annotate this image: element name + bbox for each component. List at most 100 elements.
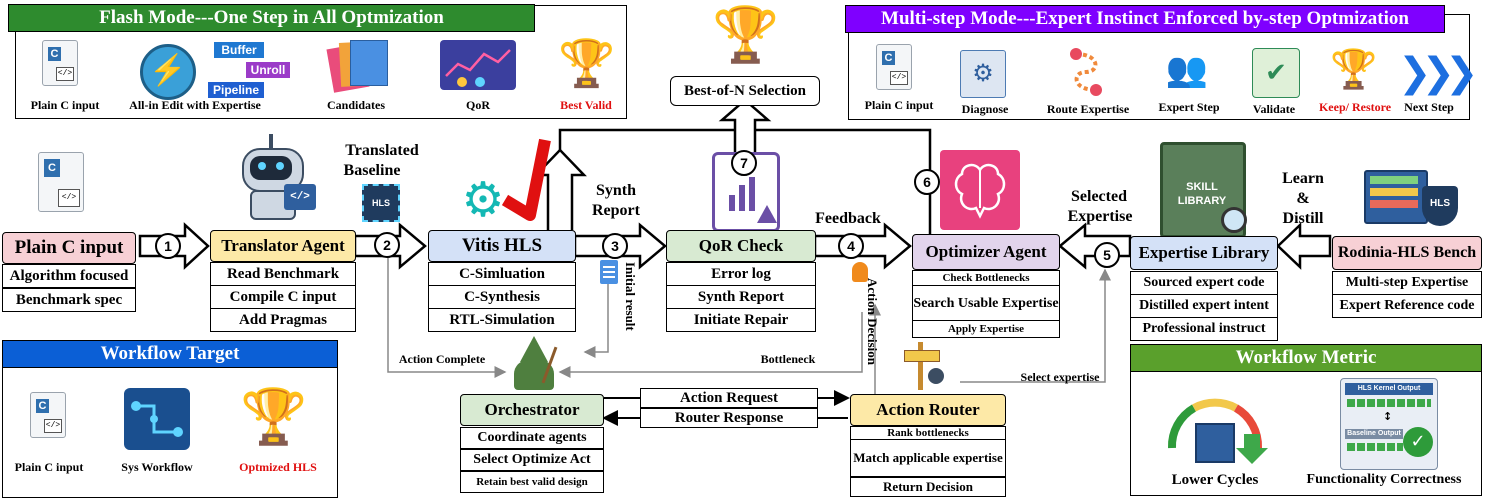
rodinia-bench-title: Rodinia-HLS Bench bbox=[1332, 236, 1482, 270]
translator-item-2: Compile C input bbox=[210, 285, 356, 309]
translator-to-orchestrator bbox=[387, 258, 507, 378]
bottleneck-label: Bottleneck bbox=[760, 352, 816, 366]
multi-step-validate: Validate bbox=[1252, 102, 1296, 116]
report-label: Report bbox=[592, 202, 640, 219]
card-footer: Baseline Output bbox=[1345, 429, 1403, 439]
initial-result-doc-icon bbox=[600, 260, 618, 284]
optimizer-item-1: Check Bottlenecks bbox=[912, 270, 1060, 286]
target-plain-c-label: Plain C input bbox=[14, 460, 84, 474]
step-5-badge: 5 bbox=[1094, 242, 1120, 268]
router-response-label: Router Response bbox=[640, 408, 818, 428]
skill-library-book-icon: SKILL LIBRARY bbox=[1160, 142, 1247, 238]
functionality-correctness-label: Functionality Correctness bbox=[1306, 472, 1462, 487]
multi-step-banner: Multi-step Mode---Expert Instinct Enforc… bbox=[845, 5, 1445, 33]
library-item-1: Sourced expert code bbox=[1130, 271, 1278, 295]
check-circle-icon: ✓ bbox=[1403, 427, 1433, 457]
optimizer-item-2: Search Usable Expertise bbox=[912, 285, 1060, 321]
translator-item-3: Add Pragmas bbox=[210, 308, 356, 332]
selected-label: Selected bbox=[1071, 188, 1127, 205]
book-label-library: LIBRARY bbox=[1177, 195, 1227, 207]
workflow-metric-banner: Workflow Metric bbox=[1130, 344, 1482, 372]
target-sys-workflow-label: Sys Workflow bbox=[121, 460, 193, 474]
optimizer-agent-title: Optimizer Agent bbox=[912, 234, 1060, 270]
qor-item-3: Initiate Repair bbox=[666, 308, 816, 332]
target-optimized-hls-label: Optmized HLS bbox=[239, 460, 317, 474]
orchestrator-item-1: Coordinate agents bbox=[460, 427, 604, 449]
vitis-initial-result bbox=[583, 276, 609, 358]
vitis-hls-title: Vitis HLS bbox=[428, 230, 576, 262]
rodinia-item-1: Multi-step Expertise bbox=[1332, 271, 1482, 295]
red-check-mark bbox=[501, 138, 551, 221]
translator-item-1: Read Benchmark bbox=[210, 262, 356, 286]
qor-clipboard-icon bbox=[712, 152, 780, 232]
router-item-2: Match applicable expertise bbox=[850, 439, 1006, 477]
flash-step-qor: QoR bbox=[466, 98, 490, 112]
vitis-item-1: C-Simluation bbox=[428, 262, 576, 286]
candidates-icon bbox=[326, 38, 390, 93]
rodinia-bench-icon: HLS bbox=[1364, 170, 1464, 228]
signpost-icon bbox=[898, 342, 944, 390]
unroll-tag: Unroll bbox=[246, 62, 290, 78]
validate-icon: ✔ bbox=[1252, 48, 1300, 98]
orchestrator-item-2: Select Optimize Act bbox=[460, 449, 604, 471]
trophy-icon: 🏆 bbox=[558, 38, 616, 89]
action-router-title: Action Router bbox=[850, 394, 1006, 426]
synth-label: Synth bbox=[595, 182, 637, 199]
qor-dashboard-icon bbox=[440, 40, 516, 90]
hls-shield-icon: HLS bbox=[1422, 186, 1458, 226]
action-request-label: Action Request bbox=[640, 388, 818, 408]
expertise-library-title: Expertise Library bbox=[1130, 236, 1278, 270]
gauge-icon bbox=[1160, 378, 1270, 468]
plain-c-main-icon: C</> bbox=[38, 152, 84, 212]
flash-step-all-in-edit: All-in Edit with Expertise bbox=[129, 98, 261, 112]
multi-plain-c-file-icon: C</> bbox=[876, 44, 912, 90]
learn-label: Learn bbox=[1282, 170, 1324, 187]
lightning-gear-icon: ⚡ bbox=[140, 44, 196, 100]
ai-brain-icon bbox=[940, 150, 1020, 230]
multi-step-keep-restore: Keep/ Restore bbox=[1318, 100, 1392, 114]
rodinia-item-2: Expert Reference code bbox=[1332, 294, 1482, 318]
best-of-n-selection: Best-of-N Selection bbox=[670, 76, 820, 106]
vitis-gear-icon: ⚙ bbox=[461, 174, 505, 227]
step-3-badge: 3 bbox=[602, 233, 628, 259]
card-header: HLS Kernel Output bbox=[1345, 383, 1433, 395]
buffer-tag: Buffer bbox=[214, 42, 264, 58]
library-item-3: Professional instruct bbox=[1130, 317, 1278, 341]
qor-item-2: Synth Report bbox=[666, 285, 816, 309]
translator-agent-title: Translator Agent bbox=[210, 230, 356, 262]
multi-step-next-step: Next Step bbox=[1404, 100, 1454, 114]
vitis-item-2: C-Synthesis bbox=[428, 285, 576, 309]
translated-label: Translated bbox=[345, 142, 419, 159]
optimizer-item-3: Apply Expertise bbox=[912, 320, 1060, 338]
router-item-3: Return Decision bbox=[850, 477, 1006, 497]
step-2-badge: 2 bbox=[374, 232, 400, 258]
multi-step-route-expertise: Route Expertise bbox=[1046, 102, 1130, 116]
qor-item-1: Error log bbox=[666, 262, 816, 286]
plain-c-title: Plain C input bbox=[2, 232, 136, 264]
action-decision-label: Action Decision bbox=[865, 278, 880, 366]
plain-c-file-icon: C</> bbox=[42, 40, 78, 86]
orchestrator-title: Orchestrator bbox=[460, 394, 604, 426]
hls-chip-icon: HLS bbox=[362, 184, 400, 222]
initial-result-label: Initial result bbox=[623, 262, 638, 331]
pipeline-tag: Pipeline bbox=[208, 82, 264, 98]
flash-step-plain-c: Plain C input bbox=[30, 98, 100, 112]
flash-mode-banner: Flash Mode---One Step in All Optmization bbox=[8, 4, 535, 32]
robot-icon: </> bbox=[236, 130, 316, 220]
action-complete-label: Action Complete bbox=[398, 352, 486, 366]
multi-step-diagnose: Diagnose bbox=[961, 102, 1009, 116]
multi-step-plain-c: Plain C input bbox=[864, 98, 934, 112]
target-trophy-icon: 🏆 bbox=[240, 387, 308, 447]
book-label-skill: SKILL bbox=[1186, 181, 1218, 193]
next-step-chevrons-icon: ❯❯❯ bbox=[1398, 50, 1479, 96]
correctness-card-icon: HLS Kernel Output ↕ Baseline Output ✓ bbox=[1340, 378, 1438, 470]
qor-check-title: QoR Check bbox=[666, 230, 816, 262]
feedback-label: Feedback bbox=[815, 210, 881, 227]
action-decision-person-icon bbox=[852, 262, 868, 282]
library-item-2: Distilled expert intent bbox=[1130, 294, 1278, 318]
router-select-expertise bbox=[960, 268, 1111, 383]
target-plain-c-icon: C</> bbox=[30, 392, 66, 438]
vitis-up-arrow bbox=[533, 148, 587, 230]
lower-cycles-label: Lower Cycles bbox=[1171, 472, 1259, 488]
route-icon bbox=[1066, 46, 1106, 98]
